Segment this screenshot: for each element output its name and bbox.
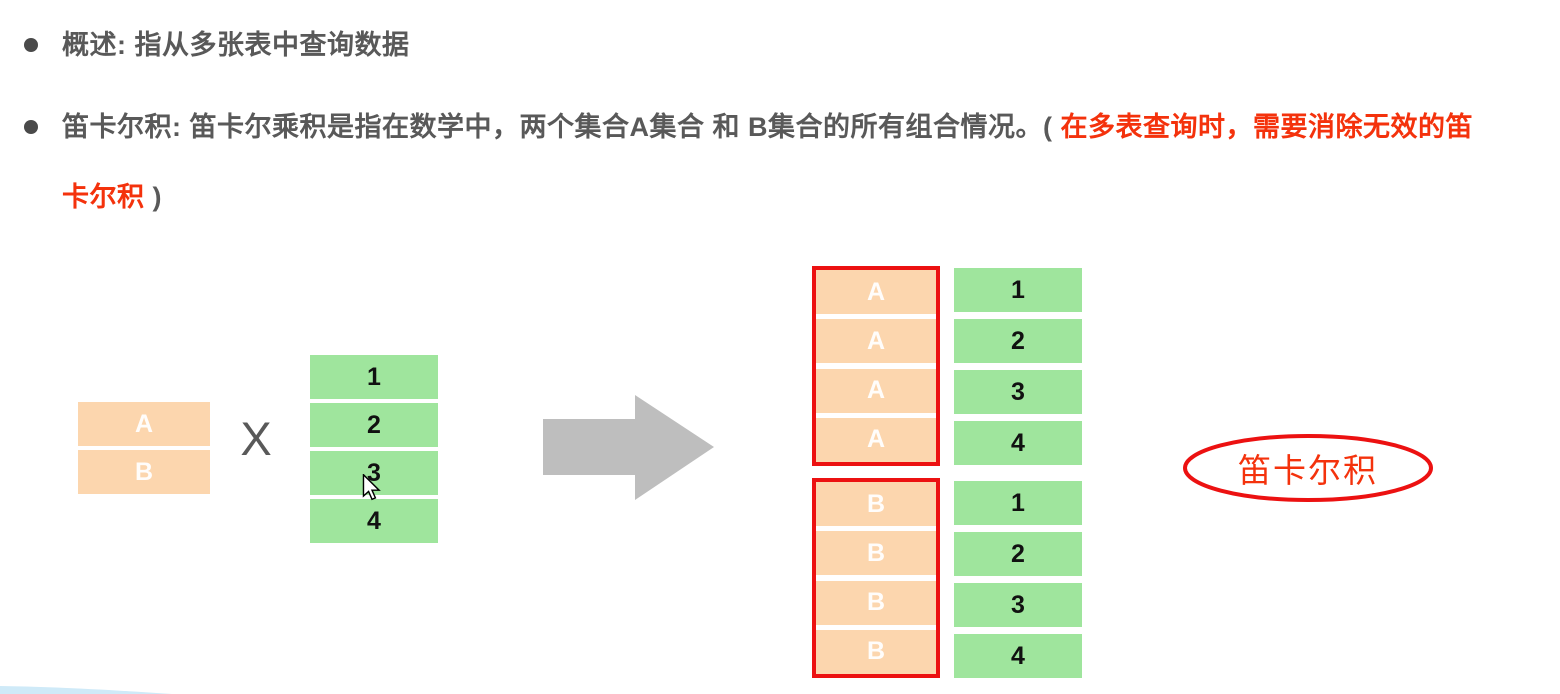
letters-source-table: A B <box>78 402 210 494</box>
corner-decoration <box>0 686 172 694</box>
cartesian-line1-gray: 笛卡尔积: 笛卡尔乘积是指在数学中，两个集合A集合 和 B集合的所有组合情况。( <box>62 112 1053 142</box>
numbers-source-table: 1 2 3 4 <box>310 355 438 543</box>
table-cell: 2 <box>954 532 1082 576</box>
right-arrow-icon <box>543 395 714 500</box>
table-cell: A <box>78 402 210 446</box>
result-group-a-numbers: 1 2 3 4 <box>954 268 1082 465</box>
table-cell: B <box>816 531 936 576</box>
table-cell: 3 <box>954 370 1082 414</box>
table-cell: 4 <box>954 421 1082 465</box>
table-cell: 1 <box>954 268 1082 312</box>
table-cell: 2 <box>310 403 438 447</box>
table-cell: B <box>816 482 936 526</box>
ellipse-outline-icon <box>1183 434 1433 502</box>
table-cell: 2 <box>954 319 1082 363</box>
table-cell: B <box>816 580 936 625</box>
cartesian-line-2: 卡尔积 ) <box>62 162 1473 232</box>
table-cell: 1 <box>310 355 438 399</box>
bullet-icon <box>24 120 38 134</box>
table-cell: A <box>816 319 936 364</box>
table-cell: 3 <box>954 583 1082 627</box>
table-cell: 1 <box>954 481 1082 525</box>
bullet-icon <box>24 38 38 52</box>
cartesian-bullet: 笛卡尔积: 笛卡尔乘积是指在数学中，两个集合A集合 和 B集合的所有组合情况。(… <box>62 92 1473 232</box>
table-cell: 4 <box>310 499 438 543</box>
table-cell: B <box>78 450 210 494</box>
ellipse-label: 笛卡尔积 <box>1238 452 1378 489</box>
table-cell: A <box>816 417 936 462</box>
table-cell: 4 <box>954 634 1082 678</box>
table-cell: B <box>816 629 936 674</box>
mouse-cursor-icon <box>362 474 381 501</box>
result-group-a-box: A A A A <box>812 266 940 466</box>
result-group-b-box: B B B B <box>812 478 940 678</box>
multiply-symbol: X <box>240 412 272 465</box>
table-cell: A <box>816 368 936 413</box>
cartesian-line1-red: 在多表查询时，需要消除无效的笛 <box>1060 112 1473 142</box>
result-group-b-numbers: 1 2 3 4 <box>954 481 1082 678</box>
overview-bullet: 概述: 指从多张表中查询数据 <box>62 10 410 80</box>
table-cell: A <box>816 270 936 314</box>
cartesian-line2-red: 卡尔积 <box>62 182 145 212</box>
overview-text: 概述: 指从多张表中查询数据 <box>62 30 410 60</box>
cartesian-line-1: 笛卡尔积: 笛卡尔乘积是指在数学中，两个集合A集合 和 B集合的所有组合情况。(… <box>62 92 1473 162</box>
cartesian-line2-gray: ) <box>152 182 163 212</box>
